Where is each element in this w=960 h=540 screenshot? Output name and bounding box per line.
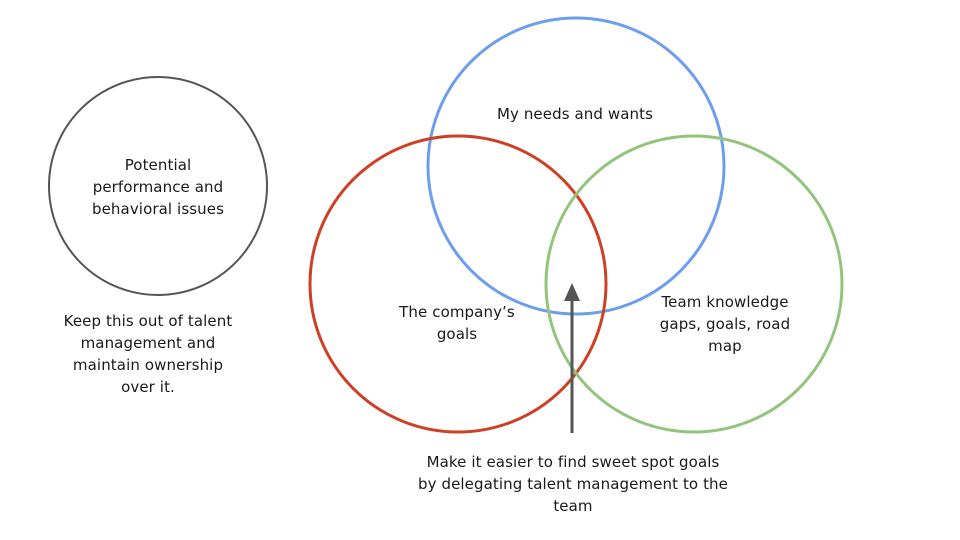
venn-circle-company (308, 134, 608, 434)
venn-label-team: Team knowledge gaps, goals, road map (659, 293, 791, 355)
venn-label-company: The company’s goals (399, 303, 515, 343)
standalone-circle-label: Potential performance and behavioral iss… (91, 156, 224, 218)
arrow-caption: Make it easier to find sweet spot goals … (418, 453, 728, 515)
venn-circle-needs (426, 16, 726, 316)
standalone-note: Keep this out of talent management and m… (63, 312, 233, 396)
standalone-circle (48, 76, 268, 296)
venn-circle-team (544, 134, 844, 434)
venn-label-needs: My needs and wants (496, 105, 654, 123)
arrow-up-icon (564, 283, 580, 301)
